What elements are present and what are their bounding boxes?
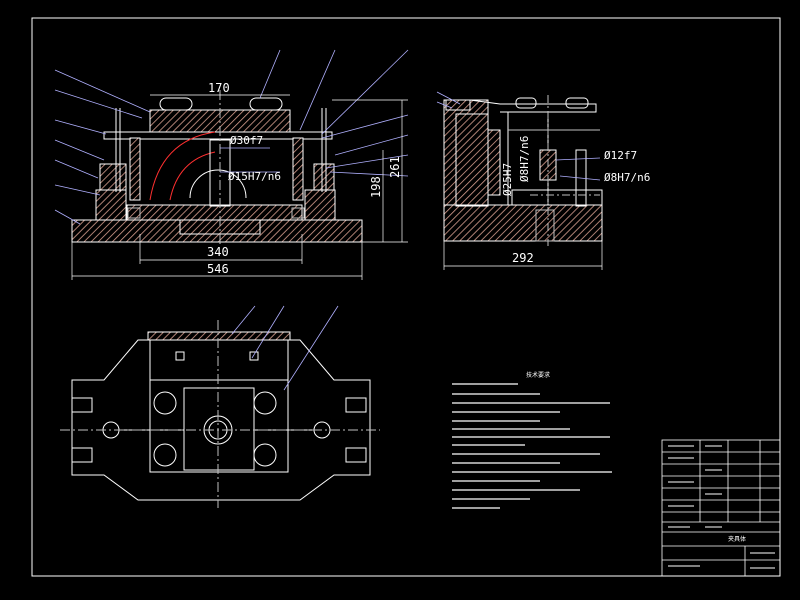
- dim-width-546: 546: [207, 262, 229, 276]
- dim-width-292: 292: [512, 251, 534, 265]
- dim-width-170: 170: [208, 81, 230, 95]
- side-view-leaders: [436, 91, 601, 181]
- title-block-name: 夹具体: [728, 535, 746, 543]
- side-view-dimension-lines: [443, 241, 603, 270]
- dim-bore-30f7: Ø30f7: [230, 134, 263, 147]
- drawing-frame: [31, 17, 781, 577]
- front-view: [71, 90, 363, 246]
- dim-bore-15h7n6: Ø15H7/n6: [228, 170, 281, 183]
- dim-fit-vertical-25h7: Ø25H7: [501, 163, 514, 196]
- dim-fit-12f7: Ø12f7: [604, 149, 637, 162]
- technical-notes: [452, 383, 612, 509]
- dim-fit-8h7n6: Ø8H7/n6: [604, 171, 650, 184]
- side-view: [443, 95, 603, 246]
- dim-fit-vertical-8h7n6: Ø8H7/n6: [518, 136, 531, 182]
- front-view-leaders: [54, 49, 409, 225]
- top-view: [60, 320, 380, 508]
- top-view-leaders: [231, 305, 339, 391]
- notes-title: 技术要求: [526, 371, 550, 379]
- title-block-text-marks: [668, 445, 775, 569]
- dim-height-198: 198: [369, 176, 383, 198]
- dim-width-340: 340: [207, 245, 229, 259]
- title-block: [661, 439, 781, 577]
- front-view-dimension-lines: [71, 94, 408, 280]
- dim-height-261: 261: [388, 156, 402, 178]
